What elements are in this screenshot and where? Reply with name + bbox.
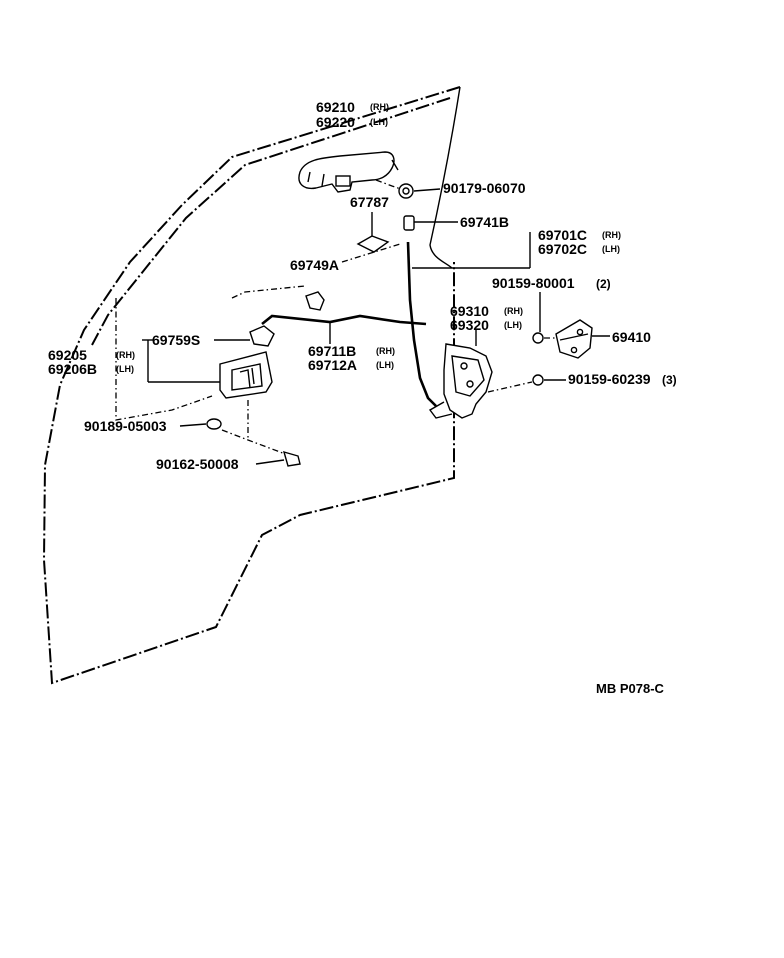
clip-67787	[356, 235, 390, 253]
callout-69206b-side: (LH)	[116, 364, 134, 374]
callout-90159-80001-qty: (2)	[596, 277, 611, 291]
leader-handle-bolt	[375, 179, 405, 191]
callout-69205: 69205	[48, 347, 87, 363]
callout-69310-side: (RH)	[504, 306, 523, 316]
leader-90189	[179, 423, 207, 427]
callout-67787: 67787	[350, 194, 389, 210]
callout-69741b: 69741B	[460, 214, 509, 230]
door-lock-striker	[555, 319, 593, 359]
leader-69749a-rod	[231, 285, 306, 299]
leader-inside-frame	[115, 298, 213, 421]
callout-69220: 69220	[316, 114, 355, 130]
screw-90159-80001	[532, 332, 544, 344]
handle-nut	[398, 183, 414, 199]
leader-69749a	[341, 243, 401, 263]
callout-90189: 90189-05003	[84, 418, 167, 434]
callout-69712a-side: (LH)	[376, 360, 394, 370]
diagram-code: MB P078-C	[596, 681, 665, 696]
callout-69702c: 69702C	[538, 241, 587, 257]
callout-69210: 69210	[316, 99, 355, 115]
inside-door-handle	[219, 351, 273, 399]
callout-69320: 69320	[450, 317, 489, 333]
outside-door-handle	[298, 151, 399, 193]
callout-90162: 90162-50008	[156, 456, 239, 472]
door-lock-link-rod	[261, 314, 427, 326]
callout-69220-side: (LH)	[370, 117, 388, 127]
leader-90162	[255, 459, 285, 465]
callout-90159-60239-qty: (3)	[662, 373, 677, 387]
callout-69749a: 69749A	[290, 257, 339, 273]
rod-holder-69759s	[249, 325, 275, 347]
clip-69741b	[403, 215, 415, 231]
leader-69205	[147, 340, 220, 383]
callout-69711b-side: (RH)	[376, 346, 395, 356]
callout-69410: 69410	[612, 329, 651, 345]
door-lock-assembly	[428, 343, 493, 419]
callout-69210-side: (RH)	[370, 102, 389, 112]
callout-69701c: 69701C	[538, 227, 587, 243]
screw-90159-60239	[532, 374, 544, 386]
callout-90179: 90179-06070	[443, 180, 526, 196]
callout-69702c-side: (LH)	[602, 244, 620, 254]
rod-clip-69749a	[305, 291, 325, 311]
callout-69320-side: (LH)	[504, 320, 522, 330]
callout-69205-side: (RH)	[116, 350, 135, 360]
screw-90162	[282, 450, 301, 467]
leader-lock-screw-axis	[487, 381, 533, 393]
leader-90179	[413, 188, 441, 192]
callout-90159-60239: 90159-60239	[568, 371, 651, 387]
screw-90189	[206, 418, 222, 430]
leader-90162-axis	[221, 429, 297, 459]
door-outline	[42, 86, 461, 685]
leader-69701c	[412, 232, 531, 269]
callout-69711b: 69711B	[308, 343, 356, 359]
door-lock-control-rod	[406, 241, 437, 407]
callout-69712a: 69712A	[308, 357, 357, 373]
callout-69310: 69310	[450, 303, 489, 319]
callout-90159-80001: 90159-80001	[492, 275, 575, 291]
callout-69206b: 69206B	[48, 361, 97, 377]
callout-69759s: 69759S	[152, 332, 200, 348]
callout-69701c-side: (RH)	[602, 230, 621, 240]
